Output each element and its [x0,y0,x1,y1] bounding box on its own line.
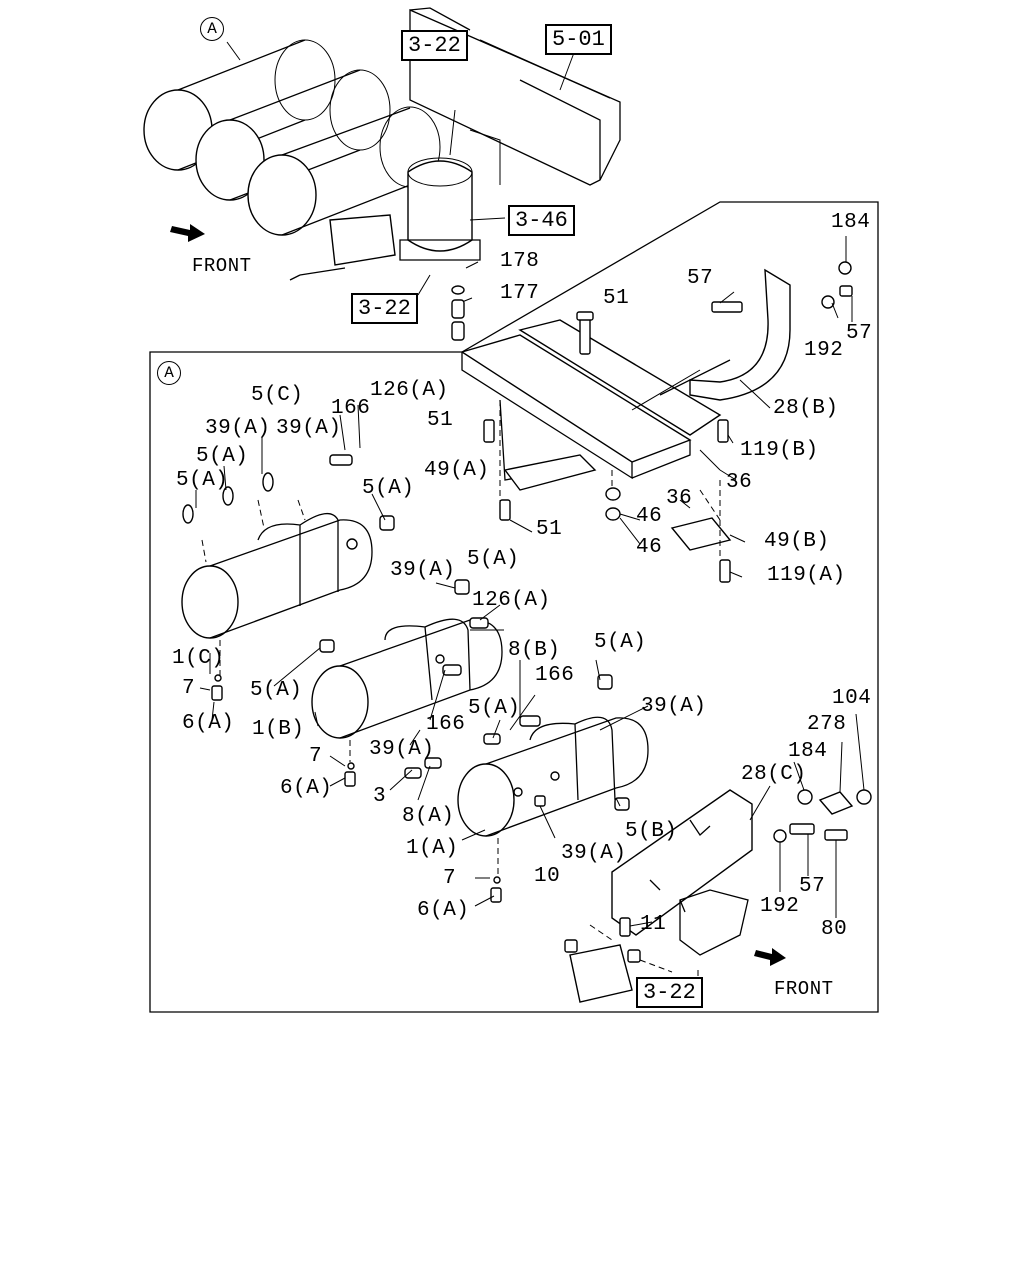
part-label-28b: 28(B) [773,397,839,420]
part-label-39a: 39(A) [205,417,271,440]
part-label-5b: 5(B) [625,820,678,843]
ref-box-3-22-top[interactable]: 3-22 [401,30,468,62]
lower-fasteners [773,789,872,843]
air-dryer [399,157,481,261]
drain-cocks [211,674,502,903]
crossmember-bracket [460,319,722,491]
front-label-top: FRONT [192,255,252,277]
part-label-104: 104 [832,687,872,710]
front-arrow-bottom [754,948,786,966]
part-label-10: 10 [534,865,561,888]
hanger-bracket-28b [659,268,791,401]
part-label-5a: 5(A) [468,697,521,720]
tank-1b [311,618,503,739]
tank-fittings [182,454,630,811]
bolts-top-detail [483,261,853,583]
part-label-11: 11 [640,913,667,936]
part-label-192: 192 [804,339,844,362]
part-label-80: 80 [821,918,848,941]
callout-a-detail: A [157,361,181,385]
top-tank-2 [195,69,391,201]
part-label-3: 3 [373,785,387,808]
ref-box-5-01[interactable]: 5-01 [545,24,612,56]
ref-box-3-46[interactable]: 3-46 [508,205,575,237]
tank-1c [181,513,373,639]
part-label-5a: 5(A) [176,469,229,492]
plate-49b [670,517,732,551]
part-label-57: 57 [846,322,873,345]
part-label-1b: 1(B) [252,718,305,741]
part-label-51: 51 [536,518,563,541]
part-label-6a: 6(A) [280,777,333,800]
part-label-39a: 39(A) [390,559,456,582]
frame-rail [409,7,621,186]
front-arrow-top [170,224,205,242]
part-label-49a: 49(A) [424,459,490,482]
part-label-5a: 5(A) [594,631,647,654]
part-label-7: 7 [182,677,196,700]
part-label-166: 166 [535,664,575,687]
part-label-6a: 6(A) [182,712,235,735]
part-label-119a: 119(A) [767,564,846,587]
top-tank-3 [247,106,441,236]
part-label-51: 51 [427,409,454,432]
part-label-278: 278 [807,713,847,736]
part-label-39a: 39(A) [276,417,342,440]
part-label-119b: 119(B) [740,439,819,462]
part-label-36: 36 [726,471,753,494]
leader-lines [195,41,865,927]
part-label-5a: 5(A) [467,548,520,571]
part-label-5a: 5(A) [362,477,415,500]
part-label-7: 7 [309,745,323,768]
part-label-177: 177 [500,282,540,305]
tank-1a [457,716,649,837]
part-label-46: 46 [636,536,663,559]
part-label-39a: 39(A) [641,695,707,718]
part-label-178: 178 [500,250,540,273]
part-label-1c: 1(C) [172,647,225,670]
part-label-7: 7 [443,867,457,890]
part-label-166: 166 [331,397,371,420]
top-valve-assembly [289,214,396,281]
ref-box-3-22-mid[interactable]: 3-22 [351,293,418,325]
mounting-bracket-28c [611,789,753,956]
part-label-49b: 49(B) [764,530,830,553]
part-label-39a: 39(A) [561,842,627,865]
part-label-46: 46 [636,505,663,528]
part-label-39a: 39(A) [369,738,435,761]
part-label-184: 184 [831,211,871,234]
part-label-57: 57 [799,875,826,898]
part-label-36: 36 [666,487,693,510]
part-label-126a: 126(A) [472,589,551,612]
part-label-184: 184 [788,740,828,763]
part-label-166: 166 [426,713,466,736]
part-label-5a: 5(A) [250,679,303,702]
part-label-5a: 5(A) [196,445,249,468]
part-label-126a: 126(A) [370,379,449,402]
part-label-192: 192 [760,895,800,918]
part-label-1a: 1(A) [406,837,459,860]
part-label-5c: 5(C) [251,384,304,407]
part-label-8b: 8(B) [508,639,561,662]
relay-valve-11 [564,917,641,1003]
part-label-28c: 28(C) [741,763,807,786]
callout-a-top: A [200,17,224,41]
part-label-57: 57 [687,267,714,290]
top-tank-1 [143,39,336,171]
ref-box-3-22-bottom[interactable]: 3-22 [636,977,703,1009]
part-label-6a: 6(A) [417,899,470,922]
part-label-8a: 8(A) [402,805,455,828]
front-label-bottom: FRONT [774,978,834,1000]
part-label-51: 51 [603,287,630,310]
